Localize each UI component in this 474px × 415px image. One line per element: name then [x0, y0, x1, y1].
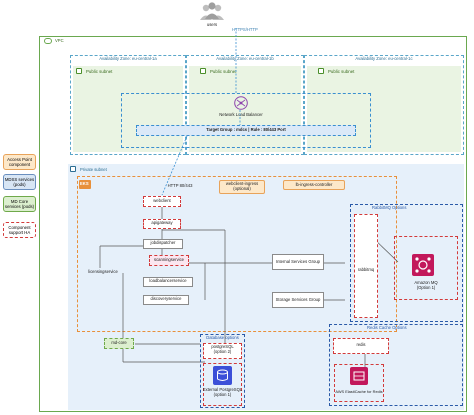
- subnet-lock-icon: [76, 68, 82, 74]
- public-subnet-c: [307, 66, 461, 152]
- redis-pod: [333, 338, 389, 354]
- private-subnet: [68, 164, 464, 410]
- availability-zone-a: [70, 55, 186, 155]
- elasticache-label: AWS ElastiCache for Redis: [335, 389, 383, 394]
- availability-zone-b: [186, 55, 304, 155]
- users-label: users: [206, 22, 218, 27]
- redis-options-group: [329, 324, 463, 406]
- nlb-label: Network Load Balancer: [219, 112, 263, 117]
- http-port-label: HTTP 80/443: [167, 183, 193, 188]
- private-subnet-label: Private subnet: [80, 167, 107, 172]
- md-core-pod: [104, 338, 134, 349]
- lb-ingress-controller-box: [283, 180, 345, 190]
- apigateway-pod: [143, 219, 181, 229]
- md-core-label: md-core: [111, 340, 127, 345]
- discoveryservice-pod: [143, 295, 189, 305]
- public-subnet-a-label: Public subnet: [86, 69, 113, 74]
- zone-c-label: Availability Zone: eu-central-1c: [355, 56, 413, 61]
- rabbitmq-options-label: RabbitMQ Options: [372, 205, 407, 210]
- postgresql-pod: [203, 343, 242, 359]
- discoveryservice-label: discoveryservice: [150, 296, 182, 301]
- private-subnet-lock-icon: [70, 166, 76, 172]
- webclient-ingress-box: [219, 180, 265, 194]
- eks-cluster: [77, 176, 397, 332]
- licensingservice-label: licensingservice: [88, 269, 118, 274]
- webclient-label: webclient: [153, 198, 171, 203]
- elasticache-box: [334, 364, 384, 402]
- public-subnet-a: [73, 66, 183, 152]
- rabbitmq-pod: [354, 214, 378, 318]
- postgresql-icon: [213, 366, 232, 385]
- zone-a-label: Availability Zone: eu-central-1a: [99, 56, 157, 61]
- network-load-balancer-icon: [234, 96, 248, 110]
- amazon-mq-label: Amazon MQ (Option 1): [414, 280, 438, 290]
- external-postgresql-box: [203, 363, 242, 406]
- public-subnet-b-label: Public subnet: [210, 69, 237, 74]
- jobdispatcher-pod: [143, 239, 183, 249]
- jobdispatcher-label: jobdispatcher: [150, 240, 176, 245]
- nlb-region: [121, 93, 371, 148]
- public-subnet-b: [189, 66, 301, 152]
- subnet-lock-icon: [318, 68, 324, 74]
- vpc-label: VPC: [55, 38, 64, 43]
- internal-services-group: [272, 254, 324, 270]
- apigateway-label: apigateway: [151, 220, 173, 225]
- scanningservice-pod: [149, 255, 189, 266]
- protocol-label: HTTPS/HTTP: [232, 27, 258, 32]
- legend-mdss-services: MDSS services (pods): [3, 174, 36, 190]
- vpc-icon: [44, 38, 52, 44]
- database-options-label: Database options: [206, 335, 239, 340]
- availability-zone-c: [304, 55, 464, 155]
- amazon-mq-icon: [412, 254, 434, 276]
- eks-icon: [79, 180, 91, 189]
- legend-component-ha-label: Component support HA: [8, 225, 31, 236]
- legend-access-point-label: Access Point component: [7, 157, 32, 168]
- elasticache-icon: [350, 367, 368, 385]
- loadbalancerservice-label: loadbalancerservice: [149, 278, 187, 283]
- webclient-ingress-label: webclient-ingress (optional): [225, 181, 259, 191]
- target-group-bar: [136, 125, 356, 136]
- rabbitmq-label: rabbitmq: [357, 267, 375, 272]
- users-icon: [198, 2, 226, 24]
- legend-mdss-services-label: MDSS services (pods): [4, 177, 35, 188]
- eks-label: EKS: [80, 181, 89, 186]
- loadbalancerservice-pod: [143, 277, 193, 287]
- zone-b-label: Availability Zone: eu-central-1b: [216, 56, 274, 61]
- redis-label: redis: [356, 342, 366, 347]
- legend-md-core-services: MD Core services (pods): [3, 196, 36, 212]
- database-options-group: [200, 334, 245, 408]
- external-postgresql-label: External PostgreSQL (option 1): [202, 387, 243, 397]
- legend-component-ha: Component support HA: [3, 222, 36, 238]
- lb-ingress-controller-label: lb-ingress-controller: [295, 182, 333, 187]
- internal-services-group-label: Internal Services Group: [276, 259, 320, 264]
- target-group-label: Target Group : mdcs | Rule : 80/443 Port: [206, 127, 286, 132]
- legend-access-point: Access Point component: [3, 154, 36, 170]
- rabbitmq-options-group: [350, 204, 463, 322]
- postgresql-label: postgreSQL (option 2): [211, 344, 234, 354]
- scanningservice-label: scanningservice: [153, 257, 185, 262]
- redis-options-label: Redis Cache Options: [367, 325, 407, 330]
- webclient-pod: [143, 196, 181, 207]
- subnet-lock-icon: [200, 68, 206, 74]
- storage-services-group: [272, 292, 324, 308]
- public-subnet-c-label: Public subnet: [328, 69, 355, 74]
- legend-md-core-services-label: MD Core services (pods): [4, 199, 35, 210]
- storage-services-group-label: Storage Services Group: [275, 297, 321, 302]
- vpc-container: [39, 36, 467, 412]
- amazon-mq-box: [394, 236, 458, 300]
